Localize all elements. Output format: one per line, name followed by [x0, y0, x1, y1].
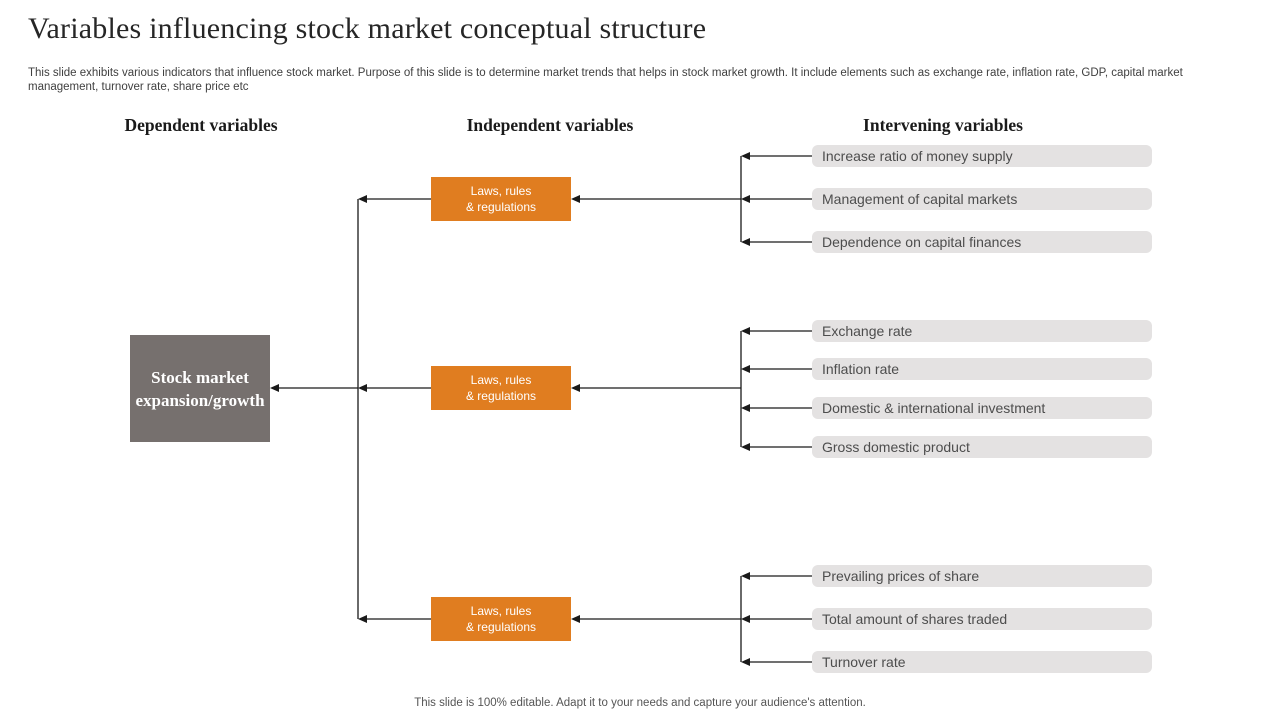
- bar-label: Inflation rate: [822, 361, 900, 377]
- bar-label: Increase ratio of money supply: [822, 148, 1013, 164]
- intervening-bar-gross-domestic-product: Gross domestic product: [812, 436, 1152, 458]
- independent-box-1-line1: Laws, rules: [470, 184, 532, 198]
- column-header-intervening-variables: Intervening variables: [863, 115, 1023, 135]
- intervening-bar-prevailing-prices-of-share: Prevailing prices of share: [812, 565, 1152, 587]
- dependent-box-line1: Stock market: [151, 367, 249, 387]
- independent-box-1: Laws, rules & regulations: [431, 177, 571, 221]
- slide-description: This slide exhibits various indicators t…: [28, 67, 1183, 93]
- bar-label: Dependence on capital finances: [822, 234, 1022, 250]
- independent-box-2-line2: & regulations: [465, 389, 537, 403]
- bar-label: Management of capital markets: [822, 191, 1018, 207]
- independent-box-3-line2: & regulations: [465, 620, 537, 634]
- intervening-bar-exchange-rate: Exchange rate: [812, 320, 1152, 342]
- intervening-bar-inflation-rate: Inflation rate: [812, 358, 1152, 380]
- dependent-variable-box: Stock market expansion/growth: [130, 335, 270, 442]
- dependent-box-line2: expansion/growth: [135, 390, 265, 410]
- page-title: Variables influencing stock market conce…: [28, 12, 707, 45]
- intervening-bar-management-of-capital-markets: Management of capital markets: [812, 188, 1152, 210]
- intervening-bar-total-amount-of-shares-traded: Total amount of shares traded: [812, 608, 1152, 630]
- bar-label: Gross domestic product: [822, 439, 970, 455]
- column-header-dependent-variables: Dependent variables: [124, 115, 278, 135]
- bar-label: Domestic & international investment: [822, 400, 1046, 416]
- intervening-bar-domestic-international-investment: Domestic & international investment: [812, 397, 1152, 419]
- footer-note: This slide is 100% editable. Adapt it to…: [414, 697, 866, 709]
- bar-label: Total amount of shares traded: [822, 611, 1008, 627]
- intervening-bar-dependence-on-capital-finances: Dependence on capital finances: [812, 231, 1152, 253]
- intervening-bar-increase-ratio-of-money-supply: Increase ratio of money supply: [812, 145, 1152, 167]
- independent-box-3: Laws, rules & regulations: [431, 597, 571, 641]
- independent-box-1-line2: & regulations: [465, 200, 537, 214]
- bar-label: Turnover rate: [822, 654, 906, 670]
- intervening-bar-turnover-rate: Turnover rate: [812, 651, 1152, 673]
- independent-box-3-line1: Laws, rules: [470, 604, 532, 618]
- bar-label: Prevailing prices of share: [822, 568, 980, 584]
- independent-box-2: Laws, rules & regulations: [431, 366, 571, 410]
- column-header-independent-variables: Independent variables: [466, 115, 634, 135]
- independent-box-2-line1: Laws, rules: [470, 373, 532, 387]
- bar-label: Exchange rate: [822, 323, 913, 339]
